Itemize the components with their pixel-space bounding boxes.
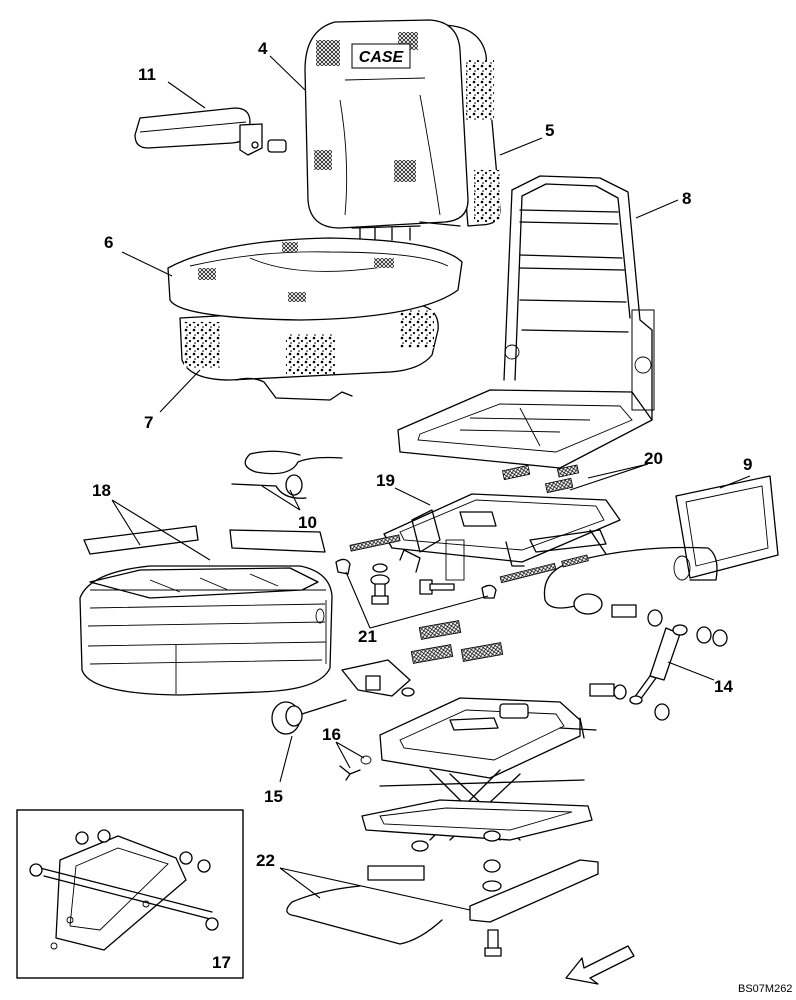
seat-cushion — [167, 237, 463, 401]
spring-bracket — [341, 620, 504, 697]
callout-18: 18 — [92, 481, 111, 500]
callout-21: 21 — [358, 627, 377, 646]
leader-lines — [111, 55, 751, 911]
callout-16: 16 — [322, 725, 341, 744]
cable — [231, 450, 343, 499]
seat-frame — [397, 175, 655, 469]
rear-plate-with-rod — [543, 475, 779, 615]
callout-6: 6 — [104, 233, 113, 252]
springs-upper — [501, 464, 580, 494]
callout-22: 22 — [256, 851, 275, 870]
callout-7: 7 — [144, 413, 153, 432]
callout-8: 8 — [682, 189, 691, 208]
callout-5: 5 — [545, 121, 554, 140]
slider-frame — [383, 493, 621, 581]
callout-17: 17 — [212, 953, 231, 972]
callout-15: 15 — [264, 787, 283, 806]
callout-14: 14 — [714, 677, 733, 696]
drawing-code: BS07M262 — [738, 983, 792, 995]
small-pin — [339, 755, 372, 781]
callouts: 4 5 6 7 8 9 10 11 14 15 16 17 18 19 20 2… — [92, 39, 752, 972]
callout-11: 11 — [138, 65, 156, 84]
callout-19: 19 — [376, 471, 395, 490]
backrest-cushion: CASE — [304, 19, 501, 241]
direction-arrow-icon — [565, 945, 635, 985]
fasteners — [335, 534, 589, 605]
suspension-base — [79, 525, 333, 696]
callout-9: 9 — [743, 455, 752, 474]
wire-rod — [286, 885, 443, 945]
gas-strut — [589, 604, 728, 721]
armrest — [134, 107, 287, 156]
adjustment-knob — [271, 699, 347, 735]
scissor-mechanism — [361, 697, 599, 957]
callout-10: 10 — [298, 513, 317, 532]
callout-4: 4 — [258, 39, 268, 58]
callout-20: 20 — [644, 449, 663, 468]
brand-logo: CASE — [359, 49, 405, 66]
inset-panel — [16, 809, 244, 979]
